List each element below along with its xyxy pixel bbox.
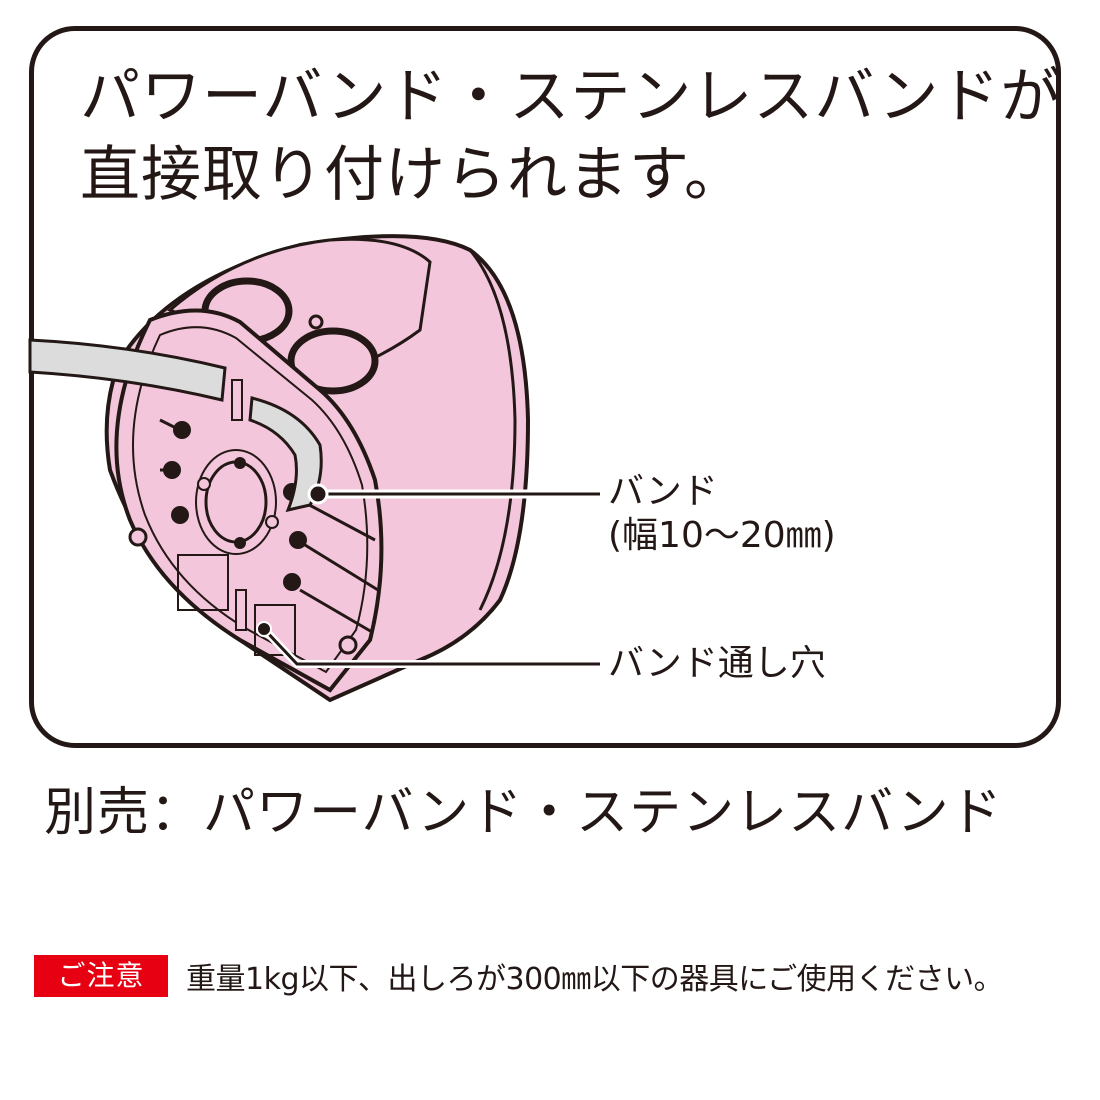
callout-dot-band-hole (256, 621, 272, 637)
center-hole (204, 460, 268, 544)
callout-band-title: バンド (608, 471, 718, 512)
headline-line-2: 直接取り付けられます。 (80, 140, 745, 210)
sold-separately-note: 別売：パワーバンド・ステンレスバンド (44, 783, 1003, 843)
caution-badge: ご注意 (34, 955, 168, 997)
callout-band-width: (幅10〜20㎜) (608, 515, 836, 556)
headline-line-1: パワーバンド・ステンレスバンドが (80, 62, 1062, 132)
callout-band-hole-label: バンド通し穴 (608, 642, 826, 686)
callout-band-label: バンド (幅10〜20㎜) (608, 470, 836, 558)
knockout-hole-2 (287, 327, 379, 395)
callout-dot-band (307, 483, 329, 505)
band-strap (28, 338, 227, 402)
caution-text: 重量1kg以下、出しろが300㎜以下の器具にご使用ください。 (186, 962, 1004, 997)
notice: ご注意 重量1kg以下、出しろが300㎜以下の器具にご使用ください。 (34, 955, 1004, 997)
headline: パワーバンド・ステンレスバンドが 直接取り付けられます。 (80, 58, 1061, 214)
callout-band-hole-title: バンド通し穴 (608, 643, 826, 684)
